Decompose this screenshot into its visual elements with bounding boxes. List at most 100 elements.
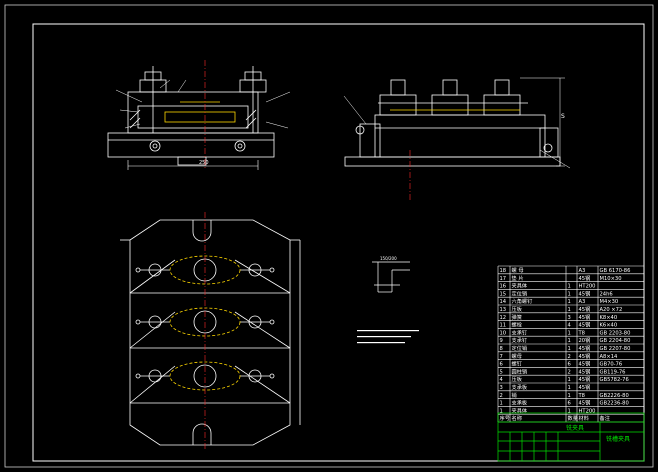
bom-cell-qty: 2 [568,354,571,360]
bom-cell-qty: 1 [568,338,571,344]
bom-cell-mat: HT200 [579,408,596,414]
bom-cell-mat: 45钢 [579,360,591,368]
bom-cell-qty: 1 [568,284,571,290]
plan-view [120,219,301,446]
bom-cell-no: 9 [500,338,503,344]
bom-cell-name: 螺 母 [512,266,524,274]
bom-cell-std: GB2236-80 [600,401,629,407]
bom-cell-no: 6 [500,362,503,368]
bom-cell-std: GB 2203-80 [600,330,631,336]
technical-notes [357,330,419,344]
bom-cell-name: 垫 片 [512,274,524,282]
bom-cell-no: 1 [500,408,503,414]
bom-cell-mat: 45钢 [579,289,591,297]
front-width-dimension: 250 [199,160,209,166]
bom-cell-no: 4 [500,377,504,383]
bom-cell-std: GB5782-76 [600,377,629,383]
bom-cell-name: 六角螺钉 [512,297,533,305]
bom-cell-no: 15 [500,291,507,297]
bom-cell-std: A8×14 [600,354,618,360]
bom-cell-mat: 45钢 [579,305,591,313]
bom-cell-no: 8 [500,346,503,352]
side-height-dimension: S [561,113,565,120]
bom-header-no: 序号 [500,414,510,422]
bom-cell-qty: 1 [568,408,571,414]
bom-cell-std: K6×40 [600,323,618,329]
bom-cell-qty: 1 [568,377,571,383]
bom-cell-no: 7 [500,354,503,360]
bom-cell-no: 10 [500,330,507,336]
bom-cell-name: 螺母 [512,352,522,360]
bom-cell-qty: 6 [568,401,571,407]
bom-cell-name: 弹簧 [512,313,522,321]
bom-cell-qty: 1 [568,393,571,399]
bom-cell-name: 定位销 [512,289,528,297]
bom-cell-std: GB70-76 [600,362,623,368]
bom-cell-mat: 45钢 [579,274,591,282]
bom-cell-std: M4×30 [600,299,619,305]
bom-header-name: 名称 [512,414,522,422]
bom-cell-mat: 45钢 [579,383,591,391]
bom-cell-mat: 45钢 [579,399,591,407]
bom-cell-mat: 45钢 [579,313,591,321]
bom-cell-std: K8×40 [600,315,618,321]
bom-cell-mat: 45钢 [579,344,591,352]
bom-cell-mat: T8 [578,393,585,399]
bom-cell-std: M10×30 [600,276,622,282]
bom-cell-name: 定位销 [512,344,528,352]
bom-cell-qty: 3 [568,315,571,321]
bom-cell-name: 压板 [512,375,523,383]
bom-cell-name: 压板 [512,305,523,313]
bom-cell-qty: 1 [568,346,571,352]
bom-cell-name: 支承钉 [512,328,528,336]
bom-cell-name: 螺栓 [512,321,523,329]
bom-cell-name: 夹具体 [512,406,528,414]
bom-cell-std: 24h6 [600,291,613,297]
bom-cell-std: GB 2207-80 [600,346,631,352]
bom-cell-mat: 45钢 [579,367,591,375]
bom-cell-no: 16 [500,284,507,290]
bom-cell-no: 12 [500,315,507,321]
bom-cell-no: 3 [500,385,503,391]
bom-cell-qty: 1 [568,330,571,336]
title-block-drawing-name: 铣槽夹具 [606,435,630,443]
front-view [107,66,291,170]
bom-header-qty: 数量 [568,414,578,422]
outer-border [4,4,654,468]
bom-cell-name: 圆柱销 [512,367,528,375]
bom-cell-name: 夹具体 [512,282,528,290]
bom-cell-std: GB 2204-80 [600,338,631,344]
bom-cell-qty: 4 [568,323,572,329]
bom-cell-name: 支承板 [512,383,528,391]
bom-cell-qty: 1 [568,299,571,305]
bom-header-mat: 材料 [579,414,589,422]
bom-cell-std: GB 6170-86 [600,268,631,274]
detail-view [372,261,410,293]
detail-label: 150/200 [380,256,397,261]
side-view [343,77,571,169]
bom-cell-std: A20 ×72 [600,307,623,313]
bom-cell-qty: 1 [568,291,571,297]
bom-cell-no: 11 [500,323,507,329]
bom-cell-mat: A3 [579,299,586,305]
bom-cell-name: 支承板 [512,399,528,407]
bom-cell-qty: 2 [568,369,571,375]
inner-frame [32,23,645,462]
bom-cell-mat: 45钢 [579,321,591,329]
bom-cell-std: GB119-76 [600,369,626,375]
bom-cell-name: 螺钉 [512,360,522,368]
bom-cell-std: GB2226-80 [600,393,629,399]
bom-cell-no: 18 [500,268,507,274]
title-block-school: 铣夹具 [566,424,584,432]
bom-cell-mat: T8 [578,330,585,336]
bom-cell-mat: 45钢 [579,352,591,360]
bom-cell-mat: 20钢 [579,336,591,344]
bom-cell-qty: 6 [568,362,571,368]
bom-cell-no: 14 [500,299,507,305]
bom-cell-qty: 1 [568,307,571,313]
bom-cell-no: 5 [500,369,503,375]
bom-cell-mat: 45钢 [579,375,591,383]
bom-cell-name: 支承钉 [512,336,528,344]
